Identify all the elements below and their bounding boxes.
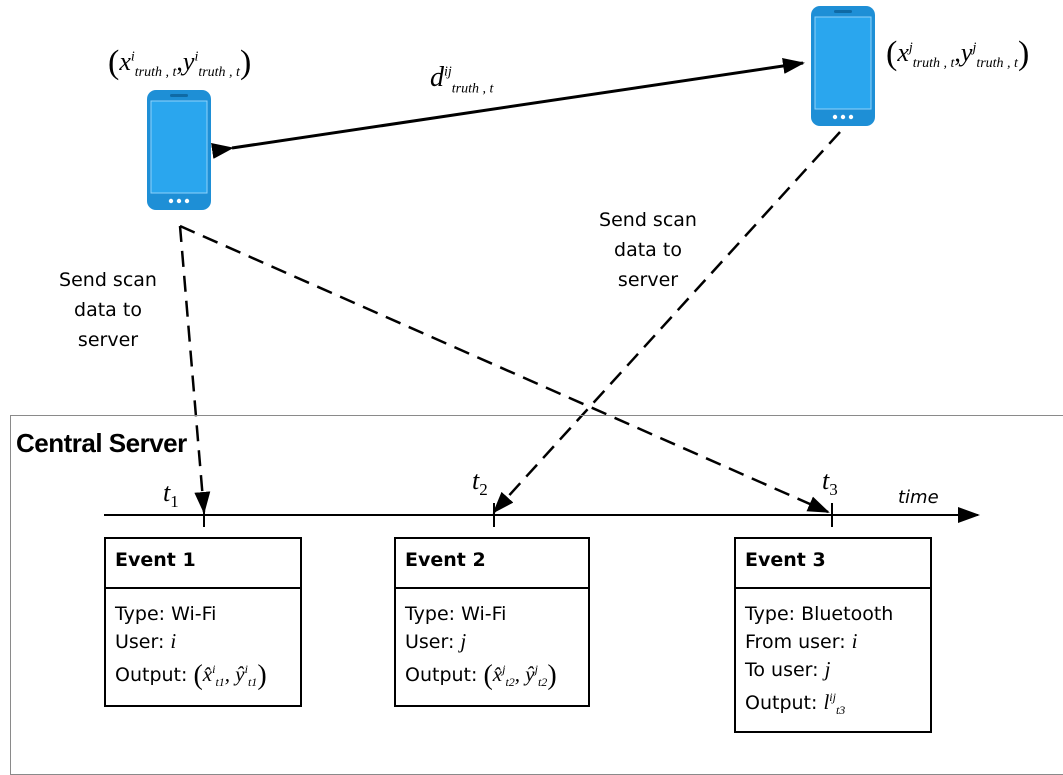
event-type: Type: Bluetooth: [745, 603, 894, 625]
time-axis-label: time: [898, 487, 939, 508]
phone-left-icon: [147, 90, 211, 210]
distance-label: dijtruth , t: [430, 62, 494, 97]
event-output: Output: (x̂it1, ŷit1): [115, 660, 267, 691]
time-mark-t1: t1: [163, 478, 179, 512]
event-title: Event 1: [106, 539, 300, 589]
event-user: User: i: [115, 629, 177, 653]
central-server-title: Central Server: [16, 428, 187, 458]
dashed-arrow-right-to-t2: [492, 131, 841, 514]
event-output: Output: (x̂jt2, ŷjt2): [405, 660, 557, 691]
event-from-user: From user: i: [745, 629, 858, 653]
time-mark-t3: t3: [822, 466, 838, 500]
event-type: Type: Wi-Fi: [115, 603, 217, 625]
distance-arrow: [211, 58, 805, 159]
event-3-box: Event 3 Type: Bluetooth From user: i To …: [734, 537, 932, 733]
time-mark-t2: t2: [472, 466, 488, 500]
dashed-arrow-left-to-t3: [179, 224, 830, 514]
phone-right-coordinates: (xjtruth , t,yjtruth , t): [886, 35, 1030, 72]
phone-left-coordinates: (xitruth , t,yitruth , t): [108, 44, 252, 81]
event-1-box: Event 1 Type: Wi-Fi User: i Output: (x̂i…: [104, 537, 302, 707]
event-user: User: j: [405, 629, 467, 653]
phone-right-icon: [811, 6, 875, 126]
dashed-arrow-left-to-t1: [178, 225, 211, 514]
event-title: Event 2: [396, 539, 588, 589]
event-title: Event 3: [736, 539, 930, 589]
event-output: Output: lijt3: [745, 690, 846, 718]
event-2-box: Event 2 Type: Wi-Fi User: j Output: (x̂j…: [394, 537, 590, 707]
event-to-user: To user: j: [745, 657, 831, 681]
event-type: Type: Wi-Fi: [405, 603, 507, 625]
